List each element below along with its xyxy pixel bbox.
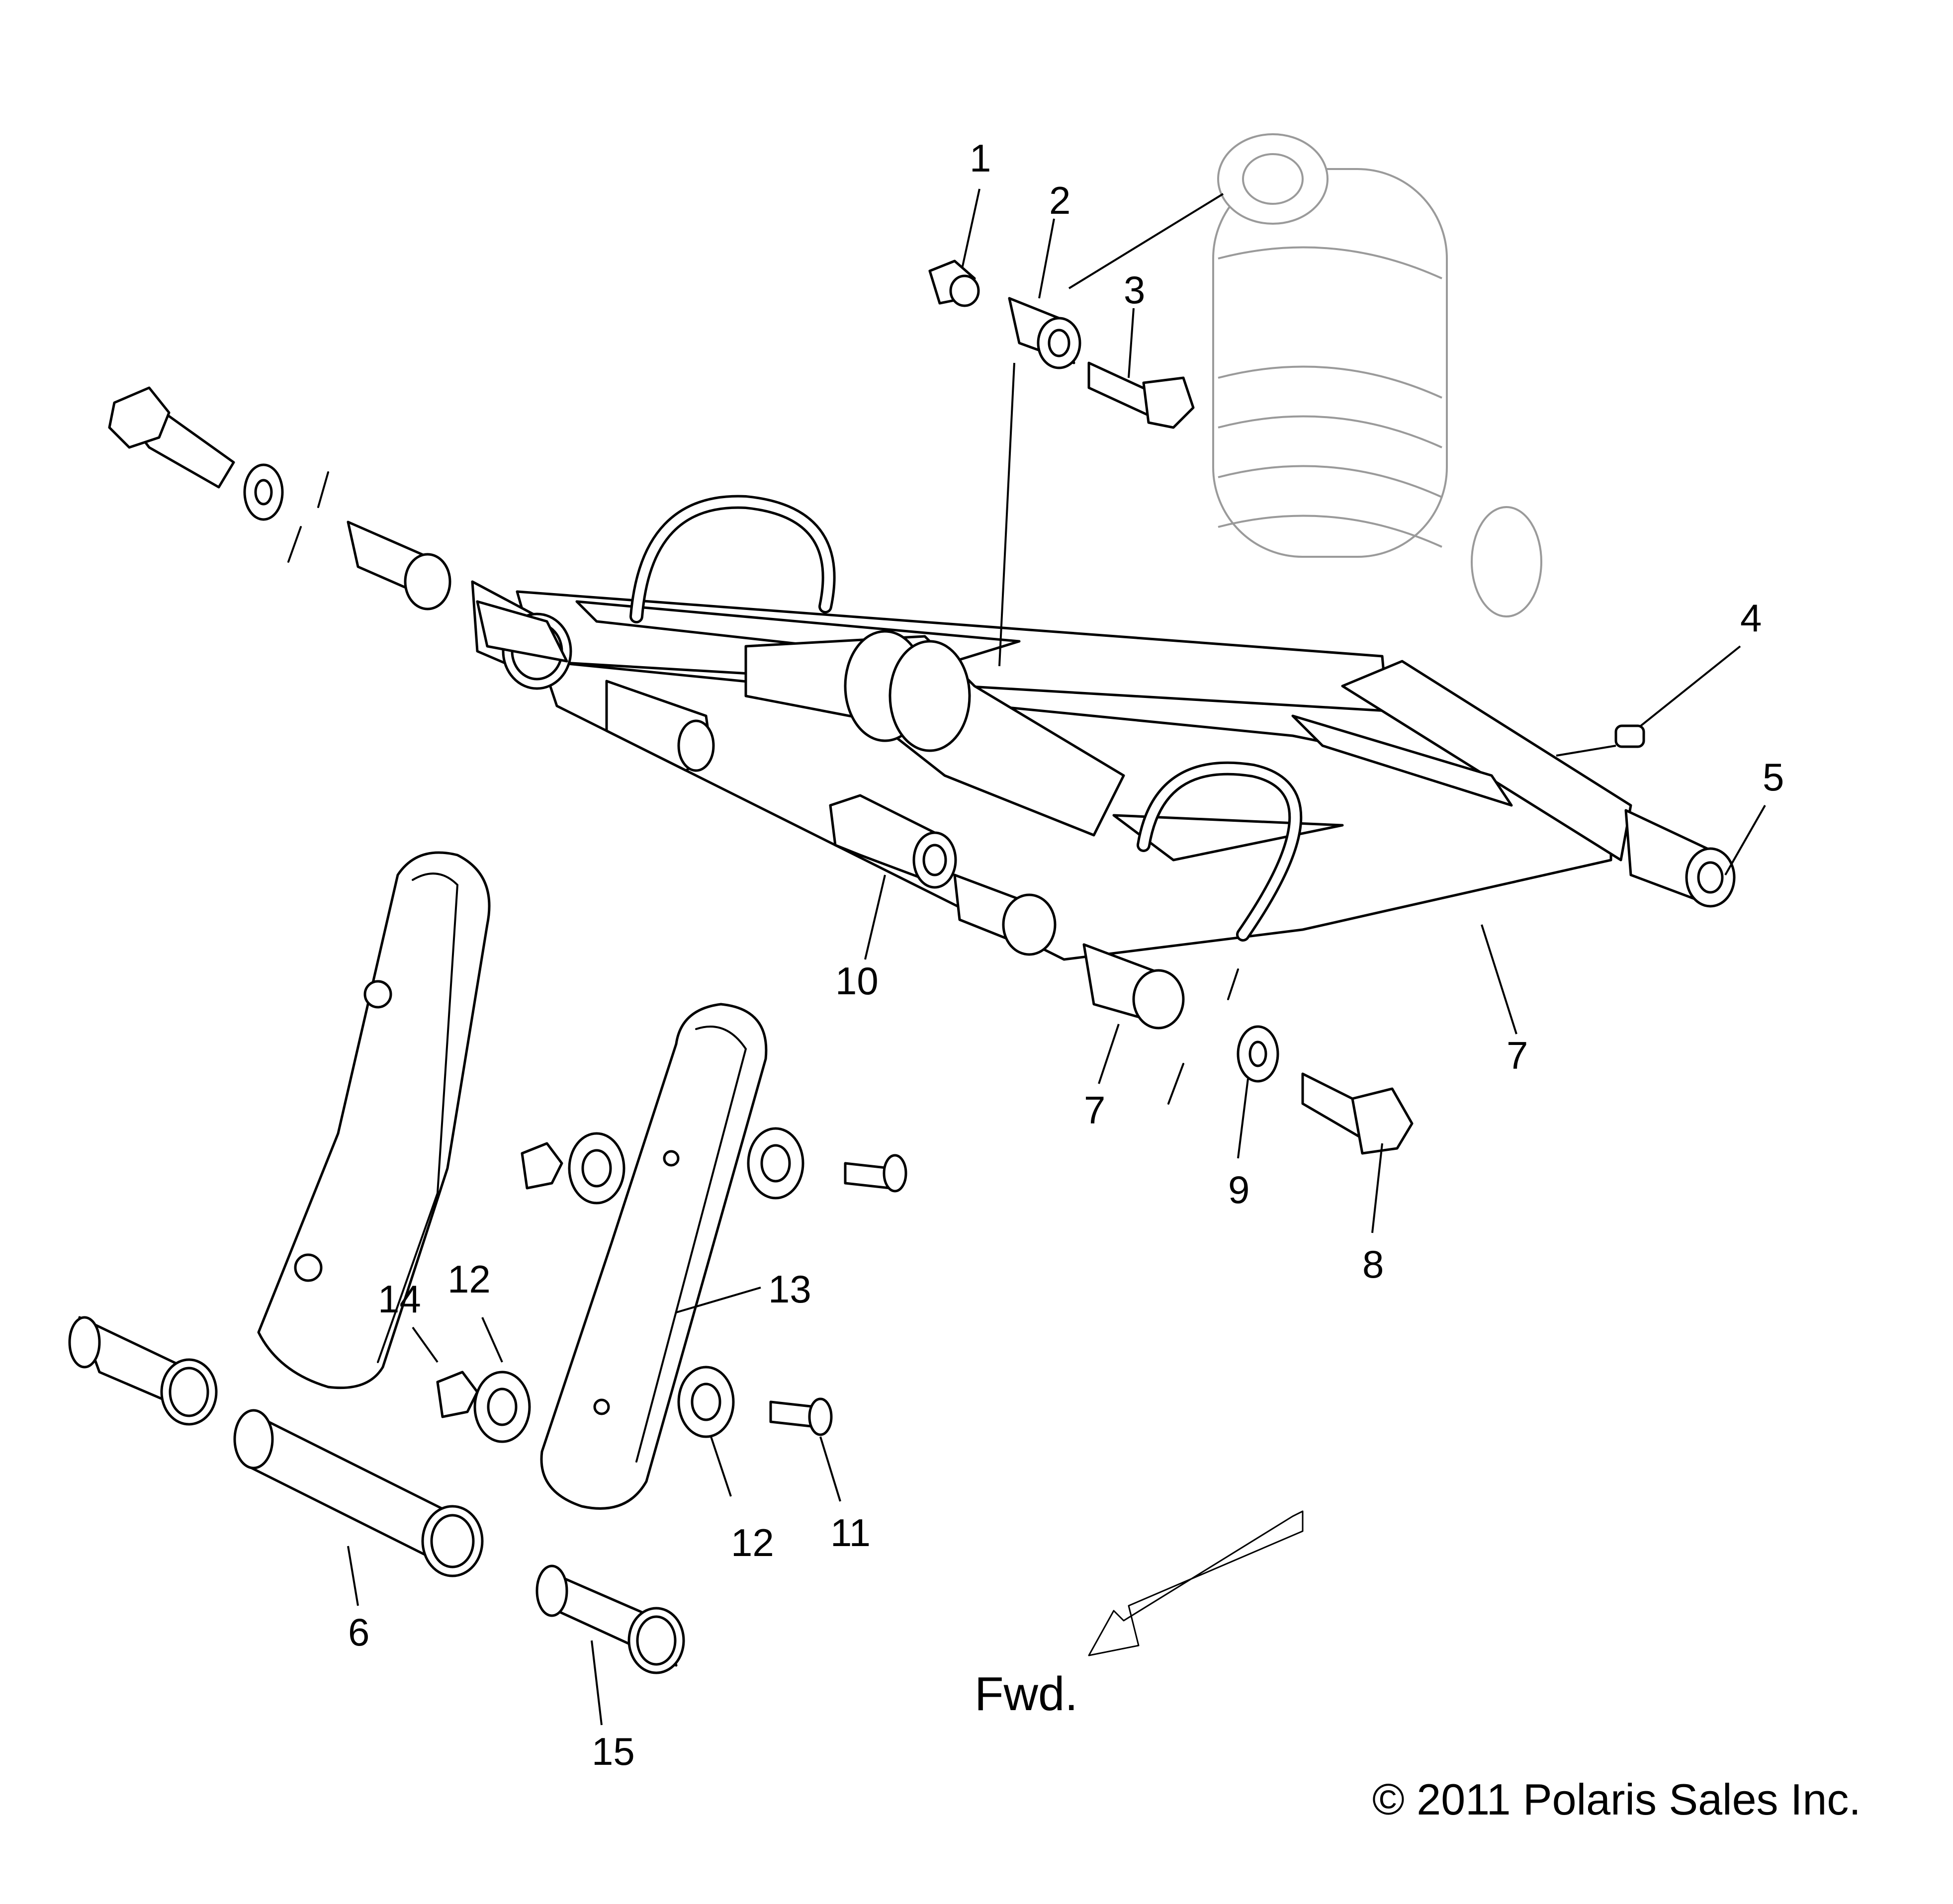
callout-1: 1 <box>970 136 991 180</box>
leader-lines <box>347 188 1766 1726</box>
callout-7-right: 7 <box>1507 1034 1528 1077</box>
callout-11: 11 <box>830 1511 871 1555</box>
callout-7-left: 7 <box>1084 1088 1105 1132</box>
copyright-text: © 2011 Polaris Sales Inc. <box>1372 1775 1861 1824</box>
callout-3: 3 <box>1124 268 1145 312</box>
callout-8: 8 <box>1362 1242 1384 1286</box>
callout-2: 2 <box>1049 178 1070 222</box>
callout-14: 14 <box>378 1277 421 1321</box>
lower-tubes <box>68 1316 685 1674</box>
callout-12-top: 12 <box>447 1257 491 1301</box>
shock-absorber <box>1212 133 1542 617</box>
callout-5: 5 <box>1763 755 1784 799</box>
linkage-bar <box>540 1003 768 1510</box>
callout-13: 13 <box>768 1267 811 1311</box>
linkage-hardware <box>436 1127 907 1443</box>
lower-pivot-hardware <box>829 794 1414 1155</box>
callout-12-bottom: 12 <box>731 1521 774 1564</box>
callout-10: 10 <box>835 959 879 1003</box>
callout-4: 4 <box>1740 596 1762 640</box>
callout-15: 15 <box>592 1730 635 1773</box>
callout-6: 6 <box>348 1610 369 1654</box>
shock-mount-hardware <box>928 260 1195 429</box>
callout-9: 9 <box>1228 1168 1249 1212</box>
left-pivot-hardware <box>108 386 715 772</box>
rear-linkage-ghost <box>257 851 491 1389</box>
forward-arrow <box>1088 1510 1304 1656</box>
callouts: 1 2 3 4 5 6 7 7 8 9 10 11 12 12 13 14 15 <box>348 136 1784 1773</box>
forward-label: Fwd. <box>975 1667 1078 1721</box>
